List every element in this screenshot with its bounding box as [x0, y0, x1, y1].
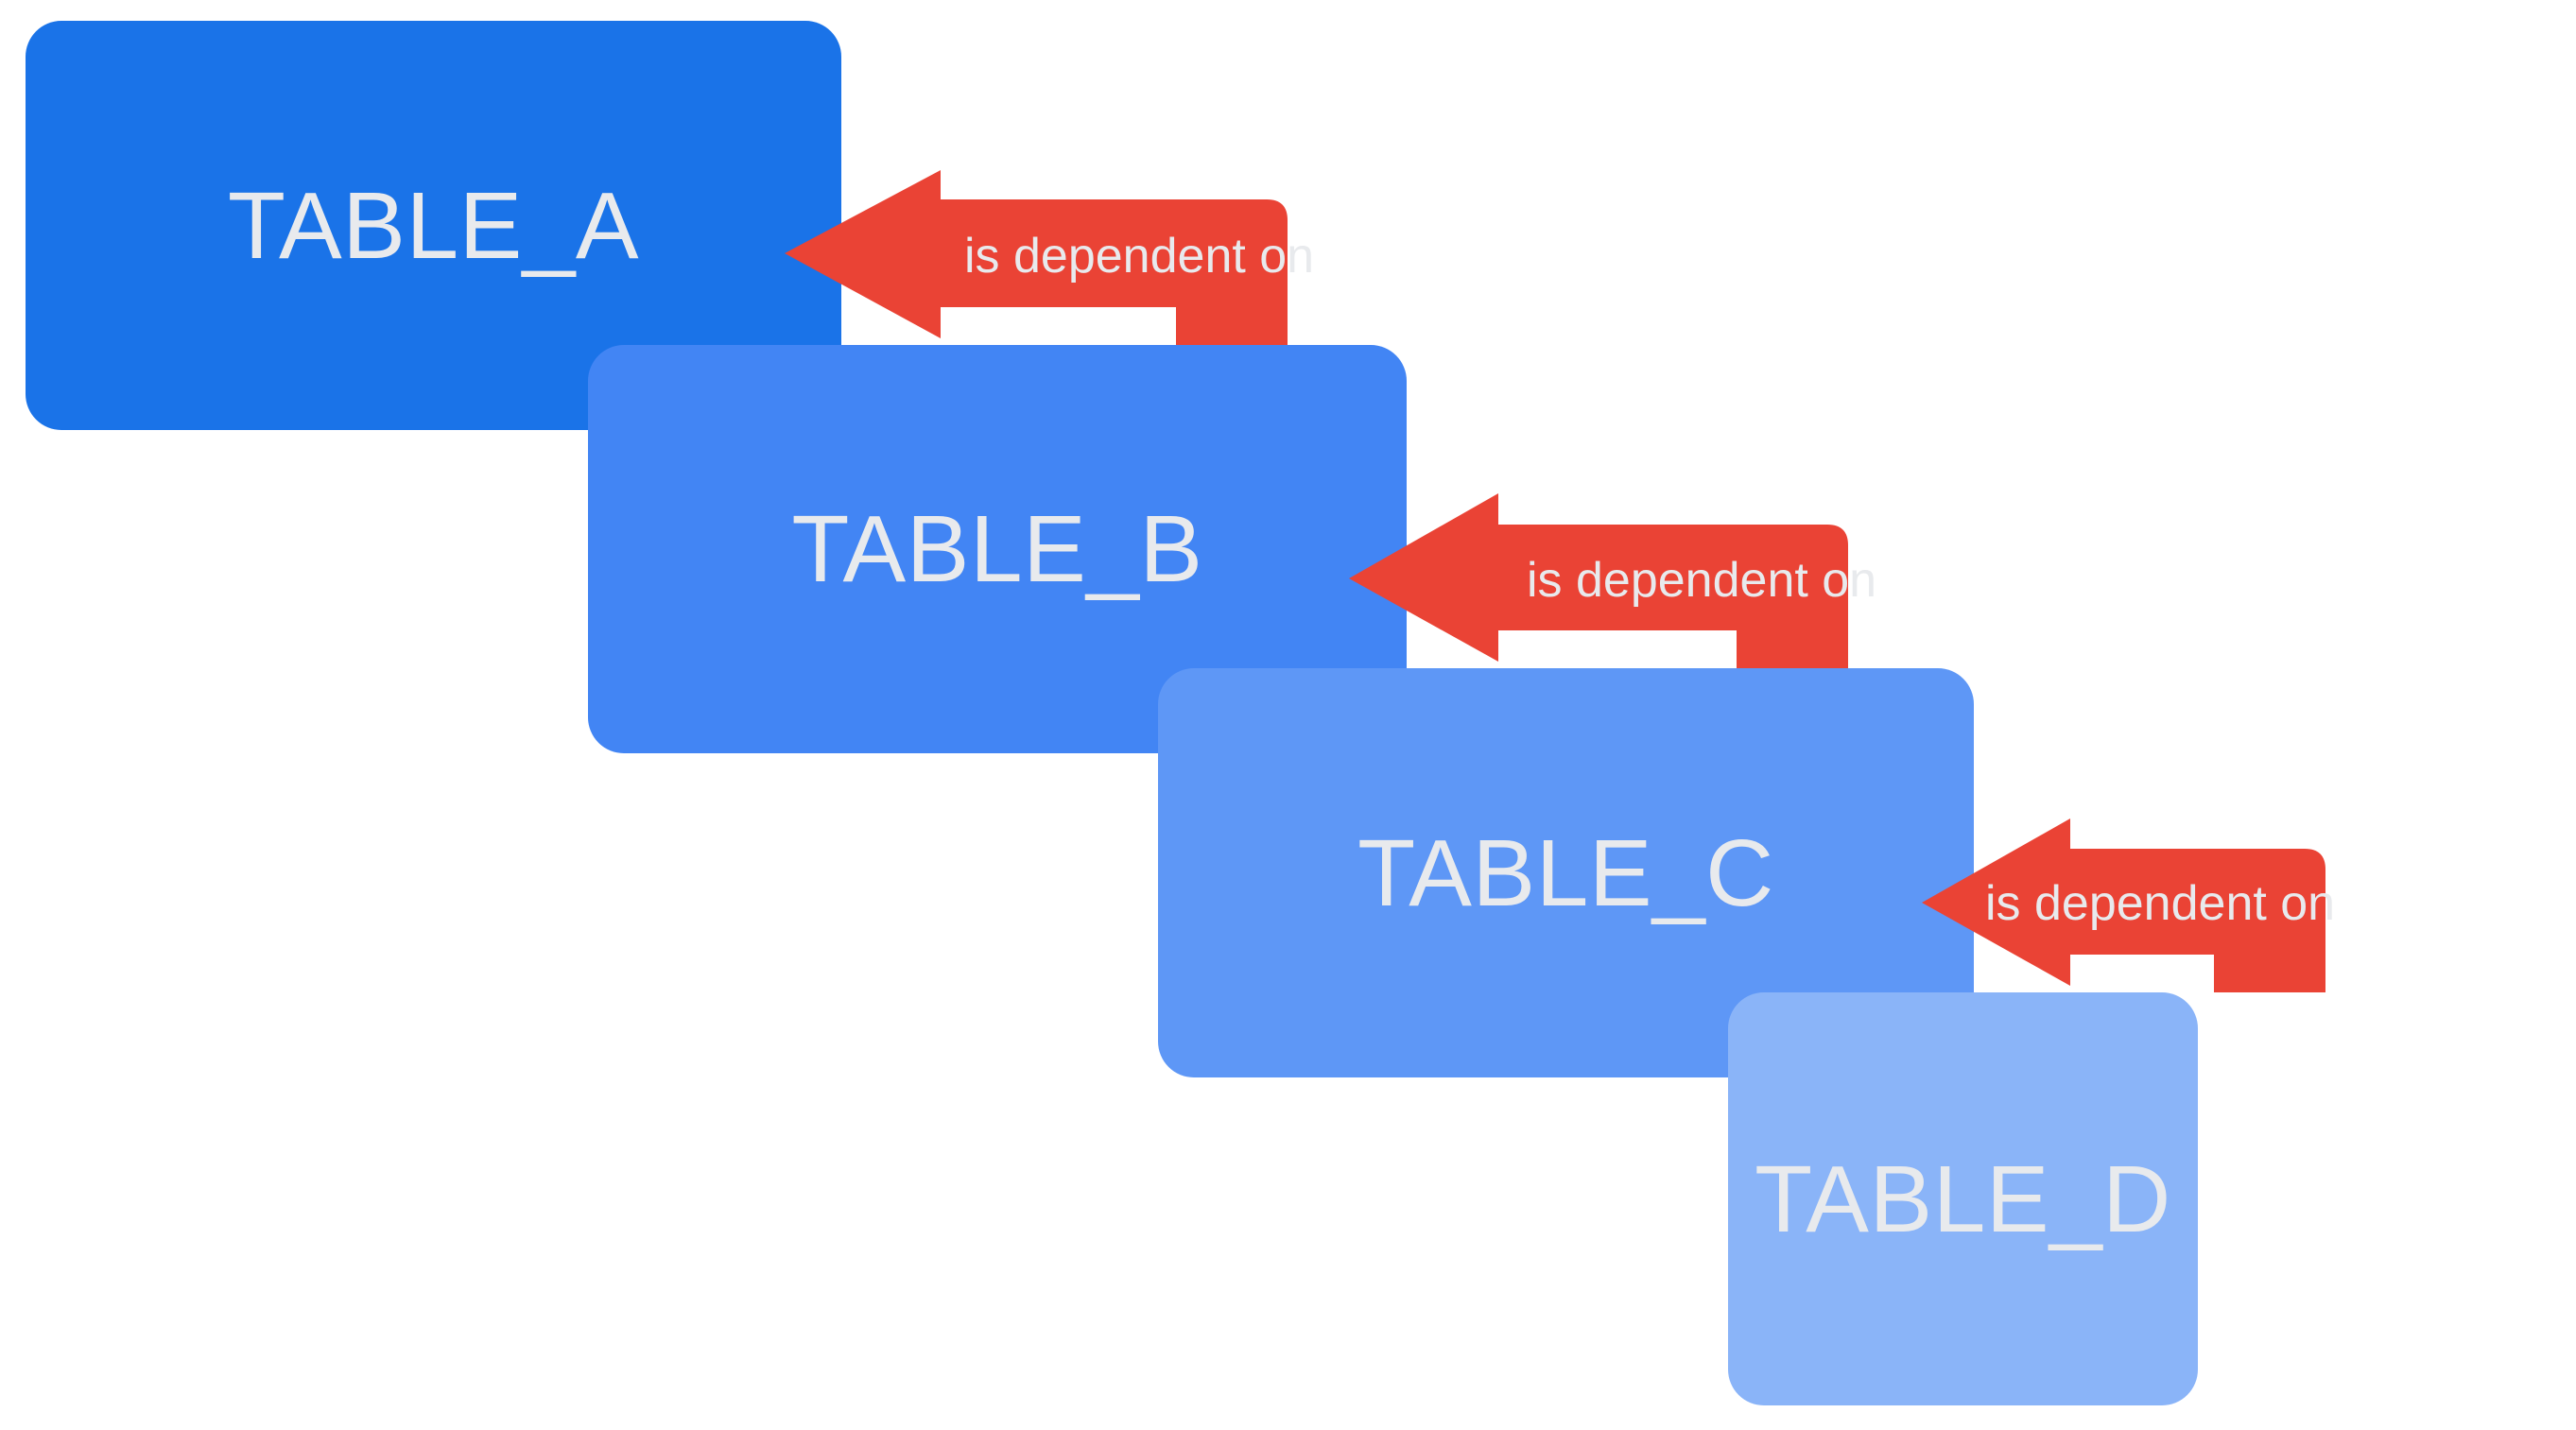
node-label: TABLE_D — [1755, 1146, 2171, 1252]
node-label: TABLE_C — [1357, 819, 1774, 926]
node-label: TABLE_A — [227, 172, 640, 279]
edge-label: is dependent on — [1985, 876, 2336, 931]
edge-label: is dependent on — [1527, 553, 1877, 608]
edge-label: is dependent on — [964, 229, 1315, 284]
arrow-icon — [785, 170, 1288, 345]
node-table-d[interactable]: TABLE_D — [1728, 992, 2198, 1405]
node-label: TABLE_B — [791, 496, 1203, 602]
node-table-a[interactable]: TABLE_A — [26, 21, 841, 430]
arrow-icon — [1349, 493, 1848, 668]
arrow-icon — [1922, 818, 2325, 992]
